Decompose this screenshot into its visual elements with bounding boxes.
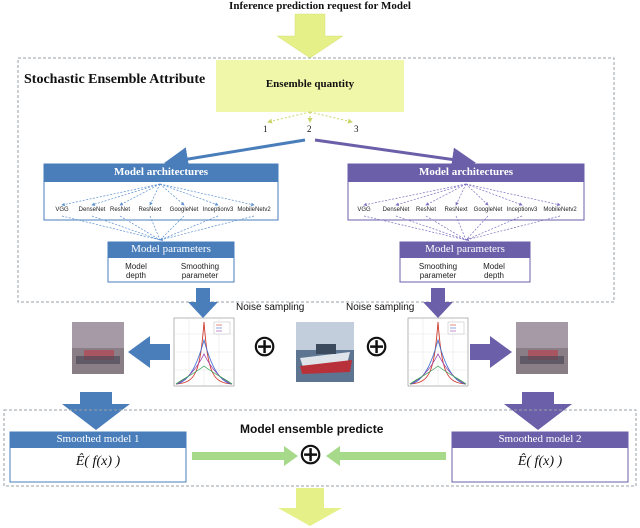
smoothed-model-2-formula: Ê( f(x) ) <box>517 454 563 469</box>
right-param-down-arrow <box>423 288 453 318</box>
right-noise-plot <box>407 317 469 387</box>
right-arch-resnext: ResNext <box>444 207 468 213</box>
bottom-yellow-arrow <box>278 488 342 526</box>
left-param-down-arrow <box>188 288 218 318</box>
smoothed-model-1-title: Smoothed model 1 <box>56 433 140 445</box>
right-noisy-image <box>516 322 568 374</box>
left-down-arrow-smoothed <box>62 392 130 430</box>
right-param-smoothing-2: parameter <box>419 271 457 280</box>
ensemble-option-1: 1 <box>263 124 268 134</box>
left-arch-densenet: DenseNet <box>78 207 106 213</box>
ensemble-option-3: 3 <box>354 124 359 134</box>
right-arch-mobilenetv2: MobileNetv2 <box>543 207 577 213</box>
right-down-arrow-smoothed <box>504 392 572 430</box>
smoothed-model-2-title: Smoothed model 2 <box>498 433 582 445</box>
left-arch-googlenet: GoogleNet <box>169 207 199 213</box>
green-arrow-right <box>326 446 446 466</box>
left-noise-sampling-label: Noise sampling <box>236 302 305 313</box>
left-arch-resnet: ResNet <box>109 207 131 213</box>
left-param-smoothing-2: parameter <box>181 271 219 280</box>
right-arch-header <box>348 164 584 182</box>
left-param-model-depth-1: Model <box>125 262 147 271</box>
right-arch-inceptionv3: Inceptionv3 <box>506 207 538 213</box>
right-param-model-depth-2: depth <box>483 271 505 280</box>
left-arch-inceptionv3: Inceptionv3 <box>202 207 234 213</box>
left-arch-vgg: VGG <box>55 207 69 213</box>
ensemble-option-2: 2 <box>307 124 312 134</box>
left-arch-header <box>44 164 278 182</box>
left-arch-title: Model architectures <box>114 166 208 178</box>
ensemble-quantity-box <box>216 60 404 112</box>
right-param-title: Model parameters <box>425 243 505 255</box>
green-arrow-left <box>192 446 298 466</box>
top-yellow-arrow <box>276 13 344 59</box>
left-arch-resnext: ResNext <box>138 207 162 213</box>
smoothed-model-1-header <box>10 432 186 448</box>
stochastic-ensemble-box <box>17 57 615 303</box>
section-label: Stochastic Ensemble Attribute <box>24 72 206 87</box>
left-param-header <box>108 242 234 258</box>
left-horizontal-arrow <box>128 336 170 368</box>
plus-left: ⊕ <box>252 330 278 363</box>
plus-final: ⊕ <box>298 438 324 471</box>
left-noisy-image <box>72 322 124 374</box>
predict-label: Model ensemble predicte <box>240 422 384 436</box>
smoothed-model-1-formula: Ê( f(x) ) <box>75 454 121 469</box>
right-arch-title: Model architectures <box>419 166 513 178</box>
left-param-title: Model parameters <box>131 243 211 255</box>
right-horizontal-arrow <box>470 336 512 368</box>
plus-right: ⊕ <box>364 330 390 363</box>
right-arch-vgg: VGG <box>357 207 371 213</box>
diagram-title: Inference prediction request for Model <box>229 0 411 12</box>
right-arch-googlenet: GoogleNet <box>473 207 503 213</box>
center-clean-image <box>296 322 354 382</box>
left-param-model-depth-2: depth <box>125 271 147 280</box>
left-arch-mobilenetv2: MobileNetv2 <box>237 207 271 213</box>
right-param-model-depth-1: Model <box>483 262 505 271</box>
right-arch-resnet: ResNet <box>415 207 437 213</box>
right-param-header <box>400 242 530 258</box>
left-param-smoothing-1: Smoothing <box>180 262 220 271</box>
predict-dashed-box <box>3 409 637 487</box>
smoothed-model-2-header <box>452 432 628 448</box>
right-arch-densenet: DenseNet <box>382 207 410 213</box>
ensemble-quantity-label: Ensemble quantity <box>265 78 355 90</box>
right-param-smoothing-1: Smoothing <box>418 262 458 271</box>
right-noise-sampling-label: Noise sampling <box>346 302 415 313</box>
